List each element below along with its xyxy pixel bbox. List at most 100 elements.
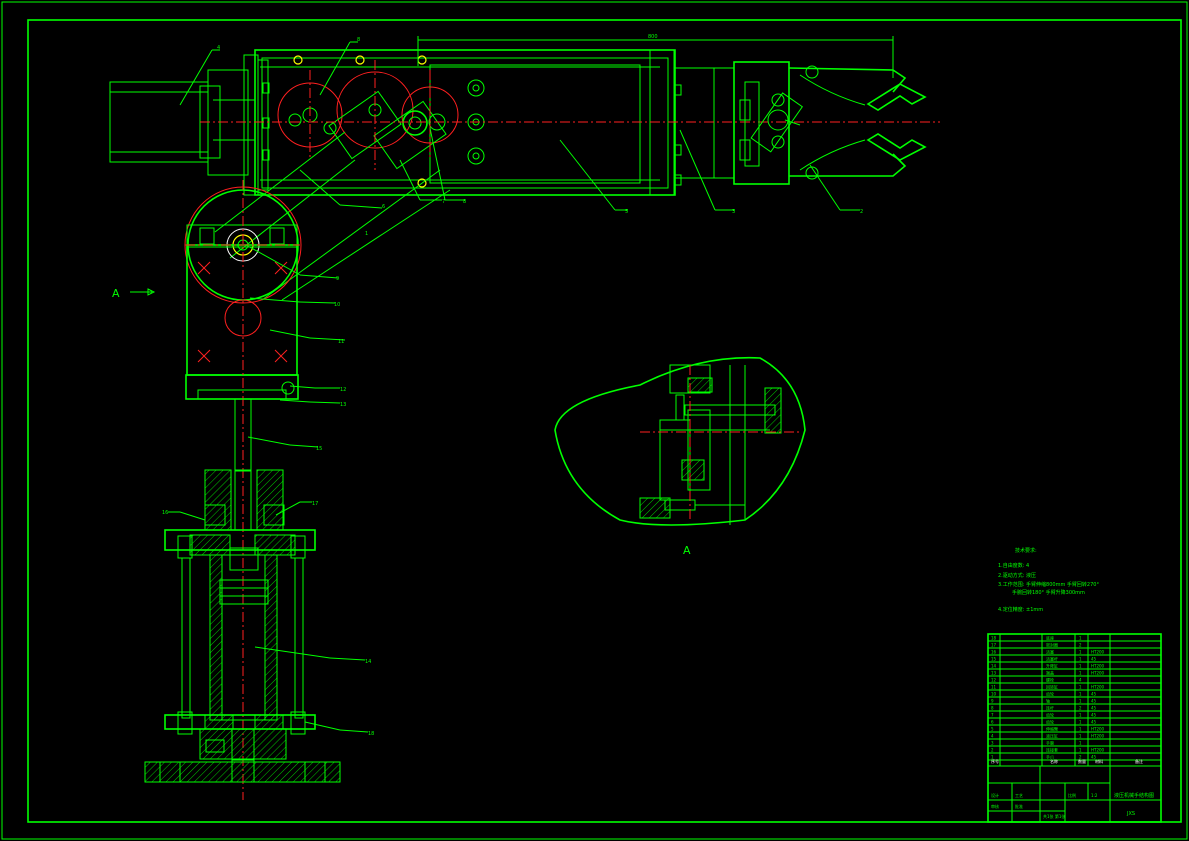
section-arrow-label: A xyxy=(112,287,120,300)
tb-row-no: 13 xyxy=(991,671,997,676)
tb-header-name: 名称 xyxy=(1050,758,1058,764)
tb-row-mat: 45 xyxy=(1091,706,1097,711)
shoulder-assembly xyxy=(184,131,451,800)
tb-footer-review: 审核 xyxy=(991,803,999,809)
tb-row-name: 回转缸 xyxy=(1046,684,1058,690)
tb-row-qty: 1 xyxy=(1079,671,1082,676)
note-line-3: 3.工作范围: 手臂伸缩800mm 手臂回转270° xyxy=(998,581,1099,588)
tb-row-no: 3 xyxy=(991,741,994,746)
part-label-11: 11 xyxy=(338,339,344,345)
tb-row-mat: 45 xyxy=(1091,699,1097,704)
tb-header-remark: 备注 xyxy=(1135,758,1143,764)
tb-row-no: 2 xyxy=(991,748,994,753)
tb-row-qty: 1 xyxy=(1079,699,1082,704)
tb-header-mat: 材料 xyxy=(1095,758,1103,764)
tb-row-no: 9 xyxy=(991,699,994,704)
technical-notes: 技术要求: 1.自由度数: 4 2.驱动方式: 液压 3.工作范围: 手臂伸缩8… xyxy=(998,547,1099,613)
tb-row-name: 升降缸 xyxy=(1046,663,1058,669)
part-label-18: 18 xyxy=(368,731,374,737)
tb-row-qty: 1 xyxy=(1079,685,1082,690)
part-label-16: 16 xyxy=(162,510,168,516)
part-label-14: 14 xyxy=(365,659,371,665)
tb-row-name: 端盖 xyxy=(1046,670,1054,676)
tb-row-name: 伸缩臂 xyxy=(1046,726,1058,732)
tb-scale-label: 比例 xyxy=(1068,792,1076,798)
tb-row-qty: 1 xyxy=(1079,713,1082,718)
tb-row-qty: 2 xyxy=(1079,755,1082,760)
tb-row-qty: 2 xyxy=(1079,643,1082,648)
part-label-8b: 8 xyxy=(463,199,466,205)
tb-header-no: 序号 xyxy=(991,758,999,764)
tb-row-mat: HT200 xyxy=(1091,748,1105,753)
part-label-13: 13 xyxy=(340,402,346,408)
part-label-7: 7 xyxy=(442,199,445,205)
tb-row-name: 底座 xyxy=(1046,635,1054,641)
tb-row-qty: 1 xyxy=(1079,650,1082,655)
detail-view-a xyxy=(554,356,806,526)
tb-row-no: 6 xyxy=(991,720,994,725)
note-line-1: 1.自由度数: 4 xyxy=(998,562,1029,569)
part-label-17: 17 xyxy=(312,501,318,507)
part-label-10: 10 xyxy=(334,302,340,308)
tb-row-mat: HT200 xyxy=(1091,727,1105,732)
tb-row-mat: HT200 xyxy=(1091,685,1105,690)
tb-row-mat: HT200 xyxy=(1091,734,1105,739)
tb-scale-value: 1:2 xyxy=(1091,793,1098,798)
tb-row-mat: 45 xyxy=(1091,692,1097,697)
tb-row-qty: 1 xyxy=(1079,734,1082,739)
part-label-3: 3 xyxy=(732,209,735,215)
tb-drawing-title: 液压机械手结构图 xyxy=(1114,792,1154,799)
arm-dimension: 800 xyxy=(648,34,658,40)
note-line-4: 手腕回转180° 手臂升降300mm xyxy=(1012,589,1085,596)
tb-row-no: 12 xyxy=(991,678,997,683)
tb-row-no: 15 xyxy=(991,657,997,662)
tb-row-qty: 1 xyxy=(1079,727,1082,732)
tb-row-name: 连杆 xyxy=(1046,705,1054,711)
tb-row-mat: 45 xyxy=(1091,713,1097,718)
inner-border xyxy=(27,19,1182,823)
tb-row-name: 活塞 xyxy=(1046,649,1054,655)
part-label-12: 12 xyxy=(340,387,346,393)
tb-row-qty: 1 xyxy=(1079,636,1082,641)
tb-row-name: 连接套 xyxy=(1046,747,1058,753)
tb-row-name: 手腕 xyxy=(1046,740,1054,746)
tb-row-qty: 1 xyxy=(1079,657,1082,662)
tb-row-name: 轴 xyxy=(1046,698,1050,704)
tb-row-no: 10 xyxy=(991,692,997,697)
tb-row-name: 齿轮 xyxy=(1046,719,1054,725)
tb-row-name: 齿轮 xyxy=(1046,712,1054,718)
tb-row-no: 18 xyxy=(991,636,997,641)
tb-row-qty: 4 xyxy=(1079,678,1082,683)
tb-row-mat: 45 xyxy=(1091,657,1097,662)
tb-row-qty: 1 xyxy=(1079,748,1082,753)
tb-row-name: 齿轮 xyxy=(1046,691,1054,697)
note-line-5: 4.定位精度: ±1mm xyxy=(998,606,1043,613)
tb-row-no: 17 xyxy=(991,643,997,648)
tb-row-mat: 45 xyxy=(1091,755,1097,760)
tb-footer-process: 工艺 xyxy=(1015,793,1023,798)
tb-row-no: 5 xyxy=(991,727,994,732)
tb-row-name: 螺栓 xyxy=(1046,677,1054,683)
detail-caption: A xyxy=(683,544,691,557)
arm-assembly: 800 xyxy=(109,34,940,196)
tb-drawing-code: JXS xyxy=(1126,811,1135,817)
tb-row-no: 14 xyxy=(991,664,997,669)
tb-row-qty: 1 xyxy=(1079,720,1082,725)
part-label-1: 1 xyxy=(365,231,368,237)
tb-row-name: 液压缸 xyxy=(1046,733,1058,739)
tb-footer-design: 设计 xyxy=(991,792,999,798)
tb-row-qty: 1 xyxy=(1079,664,1082,669)
part-label-6: 6 xyxy=(382,204,385,210)
note-line-2: 2.驱动方式: 液压 xyxy=(998,572,1036,579)
tb-row-name: 密封圈 xyxy=(1046,642,1058,648)
tb-row-mat: HT200 xyxy=(1091,664,1105,669)
part-label-5: 5 xyxy=(625,209,628,215)
tb-row-qty: 2 xyxy=(1079,706,1082,711)
part-label-9: 9 xyxy=(336,276,339,282)
part-label-15: 15 xyxy=(316,446,322,452)
part-label-2: 2 xyxy=(860,209,863,215)
part-label-8a: 8 xyxy=(357,37,360,43)
tb-row-no: 16 xyxy=(991,650,997,655)
